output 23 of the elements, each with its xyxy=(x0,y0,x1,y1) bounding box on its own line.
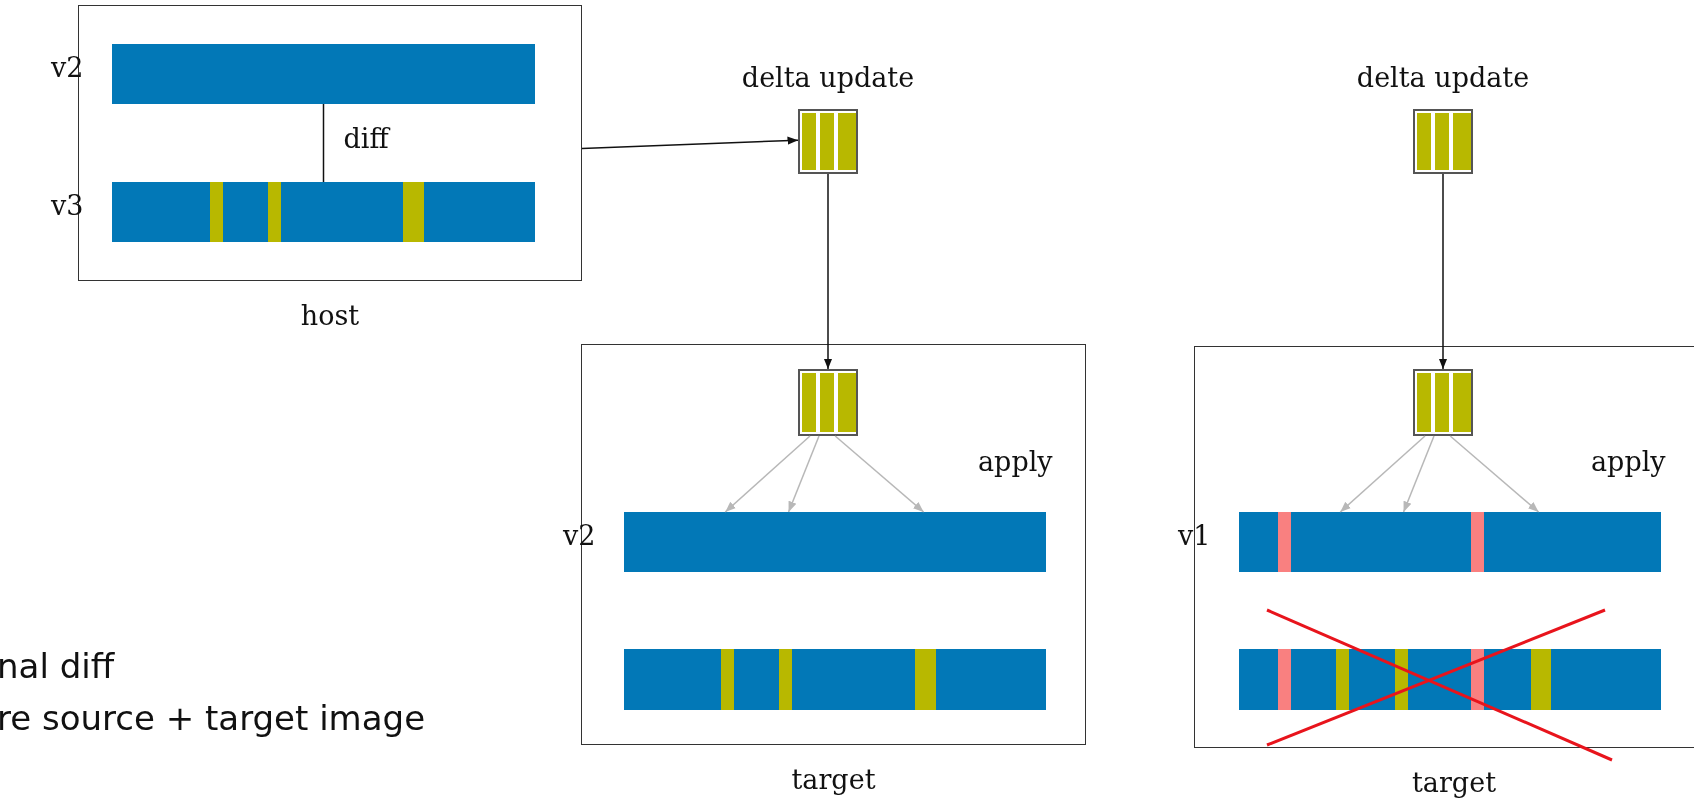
update-packet xyxy=(797,368,858,436)
packet-label: delta update xyxy=(1356,62,1530,93)
arrow xyxy=(1438,173,1448,370)
frame-label: target xyxy=(791,764,876,795)
bullet-text: re source + target image xyxy=(0,698,426,738)
step-label: apply xyxy=(978,446,1053,477)
frame-label: target xyxy=(1412,767,1496,798)
data-bar xyxy=(1238,648,1661,710)
arrow xyxy=(1402,435,1435,513)
arrow xyxy=(1449,435,1540,513)
data-bar xyxy=(623,648,1046,710)
arrow xyxy=(581,136,799,150)
arrow xyxy=(724,435,811,513)
update-packet xyxy=(1412,368,1473,436)
frame-label: host xyxy=(300,300,360,331)
step-label: apply xyxy=(1591,446,1666,477)
arrow xyxy=(834,435,925,513)
bullet-text: nal diff xyxy=(0,646,115,686)
arrow xyxy=(1339,435,1426,513)
packet-label: delta update xyxy=(741,62,915,93)
arrow xyxy=(823,173,833,370)
arrow xyxy=(787,435,820,513)
connector-line xyxy=(322,103,325,183)
